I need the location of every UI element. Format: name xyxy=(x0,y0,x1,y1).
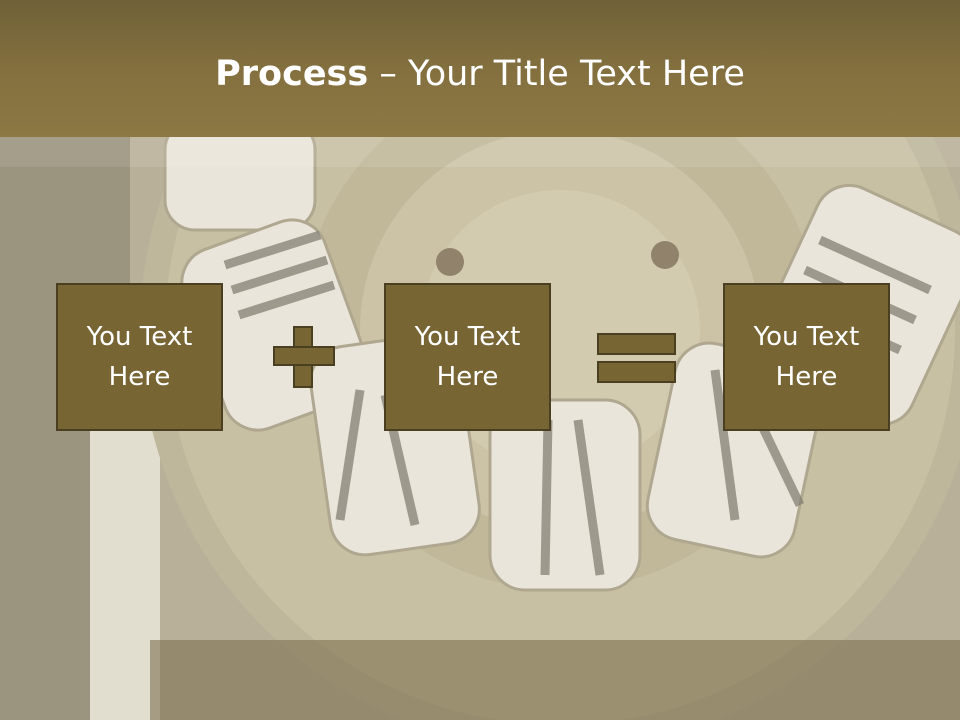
slide-title: Process – Your Title Text Here xyxy=(0,52,960,96)
text-box-1-line-1: You Text xyxy=(86,322,193,352)
equals-icon-bottom-bar xyxy=(597,361,676,383)
text-box-3-line-1: You Text xyxy=(753,322,860,352)
plus-icon-center xyxy=(295,348,311,364)
title-bold-text: Process xyxy=(215,54,369,94)
text-box-1-line-2: Here xyxy=(108,362,171,392)
title-bar-shadow xyxy=(0,137,960,167)
title-bar xyxy=(0,0,960,137)
title-rest-text: – Your Title Text Here xyxy=(368,54,745,94)
text-box-2-line-1: You Text xyxy=(414,322,521,352)
text-box-3-line-2: Here xyxy=(775,362,838,392)
text-box-2-line-2: Here xyxy=(436,362,499,392)
equals-icon-top-bar xyxy=(597,333,676,355)
